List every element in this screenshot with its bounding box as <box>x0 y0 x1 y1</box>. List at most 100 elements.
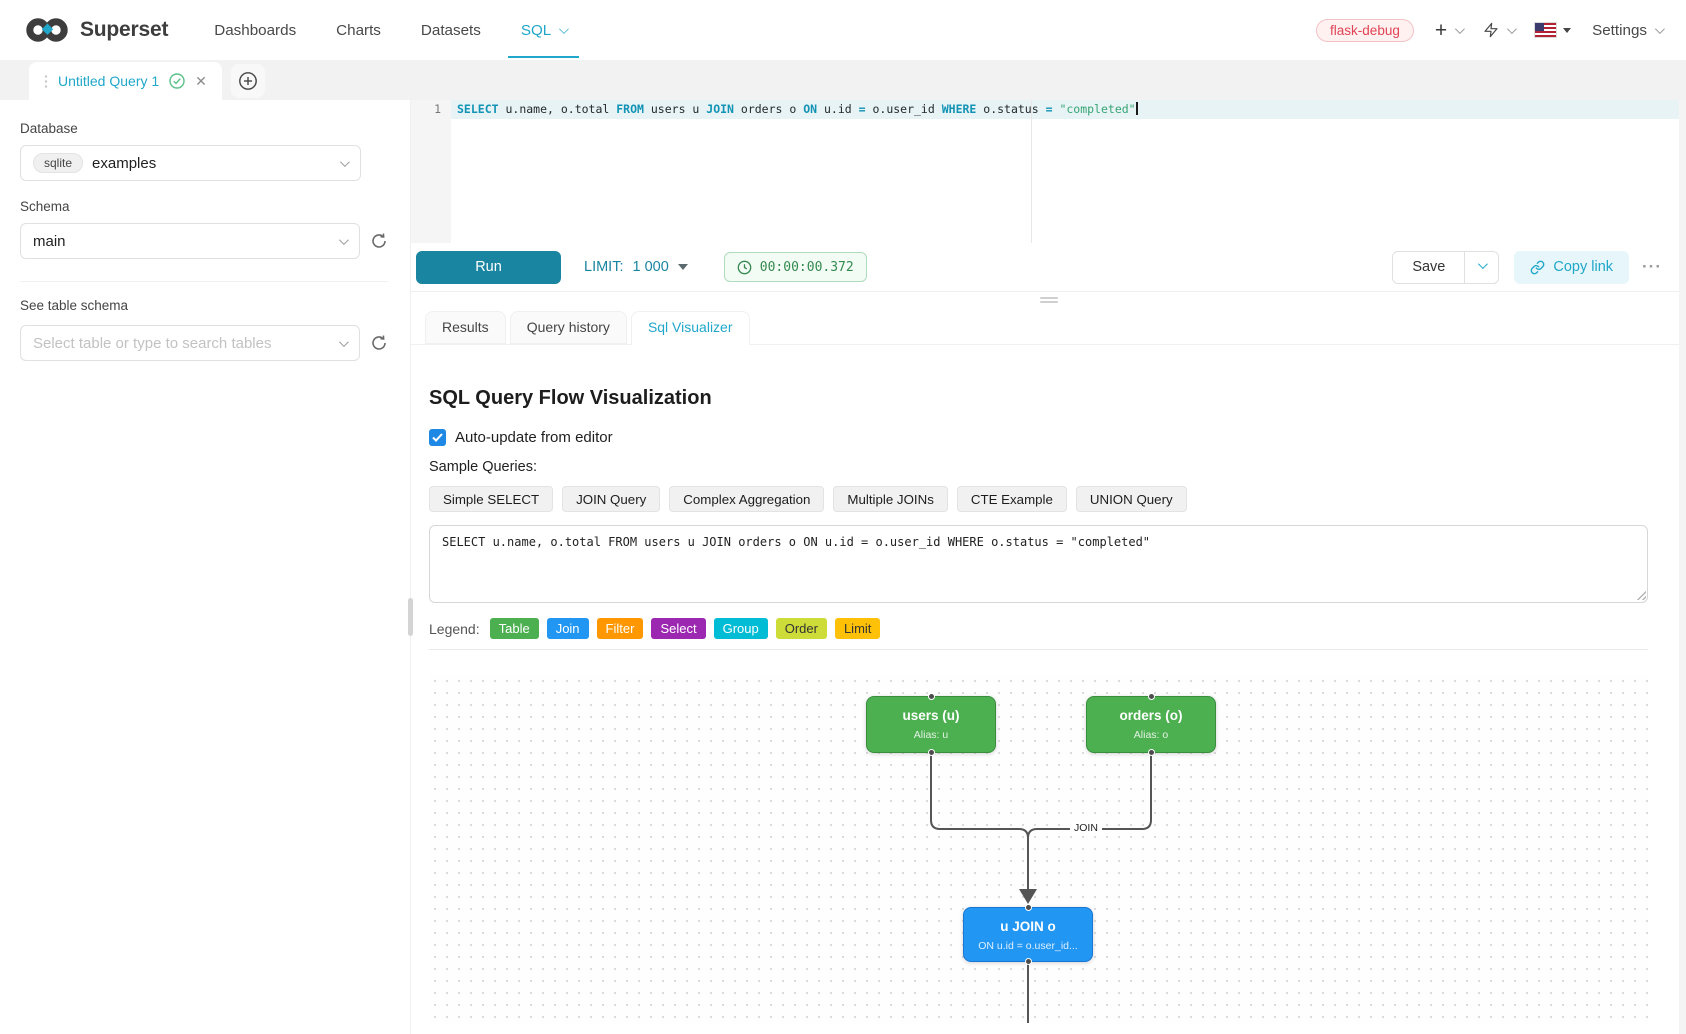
schema-select[interactable]: main <box>20 223 360 259</box>
chevron-down-icon <box>1455 23 1465 34</box>
auto-update-checkbox[interactable] <box>429 429 446 446</box>
legend-badge-join: Join <box>546 618 589 639</box>
sample-join-query-button[interactable]: JOIN Query <box>562 486 661 512</box>
limit-dropdown[interactable]: LIMIT: 1 000 <box>584 259 688 275</box>
query-text-input[interactable]: SELECT u.name, o.total FROM users u JOIN… <box>429 525 1648 603</box>
pane-resize-handle[interactable] <box>408 598 413 636</box>
auto-update-label: Auto-update from editor <box>455 429 613 446</box>
editor-gutter: 1 <box>411 100 451 243</box>
content-divider <box>429 649 1648 650</box>
sql-editor[interactable]: 1 SELECT u.name, o.total FROM users u JO… <box>411 100 1686 243</box>
join-edge-label: JOIN <box>1070 821 1102 835</box>
node-handle-top[interactable] <box>1147 693 1155 700</box>
pane-divider <box>408 100 413 1034</box>
schema-select-value: main <box>33 232 66 250</box>
text-cursor <box>1135 102 1138 115</box>
flow-node-join[interactable]: u JOIN o ON u.id = o.user_id... <box>963 904 1093 965</box>
page-scrollbar[interactable] <box>1679 100 1686 1034</box>
language-picker[interactable] <box>1535 23 1572 37</box>
schema-label: Schema <box>20 199 70 214</box>
legend-badge-order: Order <box>775 618 827 639</box>
database-select[interactable]: sqlite examples <box>20 145 361 181</box>
database-engine-badge: sqlite <box>33 153 84 173</box>
table-select[interactable]: Select table or type to search tables <box>20 325 360 361</box>
query-tab-title: Untitled Query 1 <box>58 73 160 89</box>
caret-down-icon <box>1563 27 1572 33</box>
node-handle-top[interactable] <box>1024 904 1032 911</box>
toolbar-right: Save Copy link ··· <box>1392 250 1662 284</box>
active-line-highlight <box>451 100 1686 119</box>
visualizer-panel: SQL Query Flow Visualization Auto-update… <box>411 345 1686 1034</box>
link-icon <box>1530 260 1545 274</box>
legend-badge-filter: Filter <box>596 618 644 639</box>
copy-link-button[interactable]: Copy link <box>1514 250 1630 284</box>
tab-sql-visualizer[interactable]: Sql Visualizer <box>630 311 750 345</box>
nav-item-datasets[interactable]: Datasets <box>420 21 481 39</box>
flow-node-users[interactable]: users (u) Alias: u <box>866 693 996 756</box>
new-item-menu[interactable]: + <box>1435 20 1465 41</box>
timer-value: 00:00:00.372 <box>759 259 854 275</box>
sample-multiple-joins-button[interactable]: Multiple JOINs <box>833 486 948 512</box>
limit-value: 1 000 <box>632 259 669 275</box>
query-tab[interactable]: Untitled Query 1 ✕ <box>29 62 222 100</box>
refresh-schema-icon[interactable] <box>370 232 388 250</box>
node-handle-bottom[interactable] <box>1147 749 1155 756</box>
legend-badge-select: Select <box>651 618 706 639</box>
visualizer-title: SQL Query Flow Visualization <box>429 387 712 409</box>
sample-cte-example-button[interactable]: CTE Example <box>956 486 1067 512</box>
save-button[interactable]: Save <box>1392 250 1466 284</box>
node-handle-bottom[interactable] <box>927 749 935 756</box>
main-layout: Database sqlite examples Schema main See… <box>0 100 1686 1034</box>
line-number: 1 <box>434 102 441 116</box>
us-flag-icon <box>1535 23 1557 37</box>
legend-badge-group: Group <box>713 618 768 639</box>
lightning-bolt-icon <box>1484 22 1498 38</box>
legend-badge-table: Table <box>489 618 539 639</box>
tab-query-history[interactable]: Query history <box>509 311 627 344</box>
superset-logo[interactable]: Superset <box>24 15 168 45</box>
sidebar-divider <box>20 281 388 282</box>
nav-item-dashboards[interactable]: Dashboards <box>214 21 297 39</box>
node-handle-top[interactable] <box>927 693 935 700</box>
save-options-button[interactable] <box>1465 250 1500 284</box>
node-handle-bottom[interactable] <box>1024 958 1032 965</box>
nav-right: flask-debug + Settings <box>1316 18 1665 42</box>
add-query-tab-button[interactable] <box>230 64 265 98</box>
refresh-tables-icon[interactable] <box>370 334 388 352</box>
table-schema-label: See table schema <box>20 298 129 313</box>
chevron-down-icon <box>1478 259 1489 270</box>
database-select-value: examples <box>92 154 157 172</box>
flow-edges <box>930 753 1152 1023</box>
more-options-icon[interactable]: ··· <box>1642 257 1662 276</box>
drag-grip-icon[interactable] <box>44 73 48 89</box>
sample-union-query-button[interactable]: UNION Query <box>1075 486 1187 512</box>
editor-code-area[interactable]: SELECT u.name, o.total FROM users u JOIN… <box>451 100 1686 243</box>
nav-item-sql[interactable]: SQL <box>507 22 580 58</box>
legend-row: Legend: Table Join Filter Select Group O… <box>429 618 1648 639</box>
close-tab-icon[interactable]: ✕ <box>195 73 207 89</box>
nav-item-charts[interactable]: Charts <box>336 21 381 39</box>
split-handle-row <box>411 292 1686 311</box>
editor-toolbar: Run LIMIT: 1 000 00:00:00.372 Save <box>411 243 1686 292</box>
settings-menu[interactable]: Settings <box>1592 22 1665 39</box>
sample-complex-aggregation-button[interactable]: Complex Aggregation <box>669 486 825 512</box>
query-search-menu[interactable] <box>1483 21 1517 39</box>
editor-resize-handle[interactable] <box>1039 297 1058 303</box>
query-tab-strip: Untitled Query 1 ✕ <box>0 60 1686 100</box>
sample-query-buttons: Simple SELECT JOIN Query Complex Aggrega… <box>429 486 1648 512</box>
chevron-down-icon <box>559 23 570 34</box>
superset-infinity-icon <box>26 18 68 42</box>
flow-canvas[interactable]: users (u) Alias: u orders (o) Alias: o u… <box>429 675 1648 1023</box>
main-nav: Dashboards Charts Datasets SQL <box>214 21 580 58</box>
limit-label: LIMIT: <box>584 259 624 275</box>
legend-label: Legend: <box>429 620 480 637</box>
flow-node-orders[interactable]: orders (o) Alias: o <box>1086 693 1216 756</box>
auto-update-row: Auto-update from editor <box>429 429 1648 446</box>
tab-results[interactable]: Results <box>425 311 506 344</box>
sql-workpane: 1 SELECT u.name, o.total FROM users u JO… <box>411 100 1686 1034</box>
textarea-resize-grip[interactable] <box>1635 589 1646 600</box>
sample-simple-select-button[interactable]: Simple SELECT <box>429 486 554 512</box>
chevron-down-icon <box>338 337 349 348</box>
run-button[interactable]: Run <box>416 250 561 284</box>
result-tabs: Results Query history Sql Visualizer <box>411 311 1686 345</box>
